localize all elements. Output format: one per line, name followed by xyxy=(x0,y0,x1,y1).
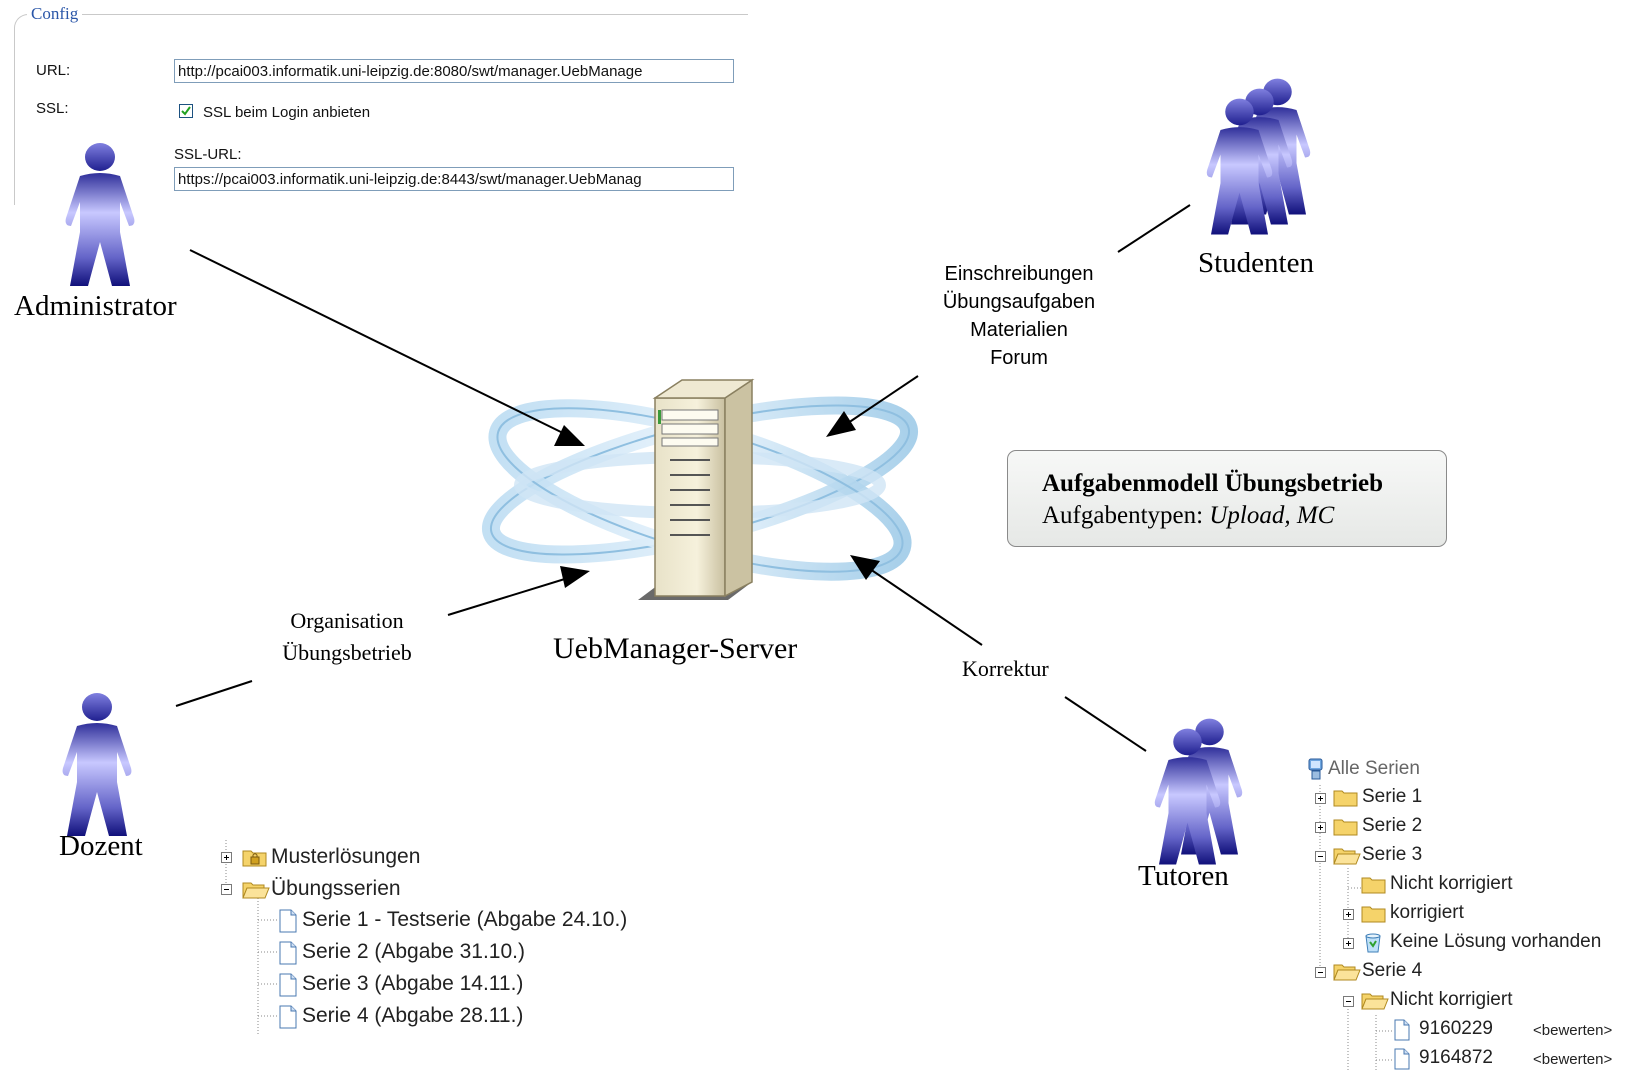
ssl-checkbox[interactable] xyxy=(179,104,193,118)
open-folder-icon xyxy=(242,882,270,899)
tree-document-label[interactable]: Serie 1 - Testserie (Abgabe 24.10.) xyxy=(302,908,628,931)
info-box-types: Upload, MC xyxy=(1209,502,1335,529)
edge-label-line: Übungsaufgaben xyxy=(942,291,1096,313)
open-folder-icon xyxy=(1361,993,1389,1010)
info-box-title: Aufgabenmodell Übungsbetrieb xyxy=(1042,470,1384,497)
tree-item-label[interactable]: Nicht korrigiert xyxy=(1390,989,1513,1010)
expand-toggle[interactable] xyxy=(1343,938,1354,949)
studenten-label: Studenten xyxy=(1198,247,1314,279)
info-box-subtitle: Aufgabentypen: Upload, MC xyxy=(1042,502,1334,530)
server-label: UebManager-Server xyxy=(553,632,798,665)
document-icon xyxy=(279,973,297,997)
tree-item-label[interactable]: Serie 2 xyxy=(1362,815,1423,836)
bewerten-link[interactable]: <bewerten> xyxy=(1533,1051,1613,1068)
document-icon xyxy=(1394,1048,1410,1070)
url-label: URL: xyxy=(36,62,71,79)
bewerten-link[interactable]: <bewerten> xyxy=(1533,1022,1613,1039)
arrow-tutoren-to-server xyxy=(850,555,983,646)
tree-document-label[interactable]: Serie 4 (Abgabe 28.11.) xyxy=(302,1004,524,1027)
expand-toggle[interactable] xyxy=(1343,909,1354,920)
tree-document-label[interactable]: Serie 3 (Abgabe 14.11.) xyxy=(302,972,524,995)
tree-item-label[interactable]: Keine Lösung vorhanden xyxy=(1390,931,1602,952)
collapse-toggle[interactable] xyxy=(221,884,232,895)
collapse-toggle[interactable] xyxy=(1343,996,1354,1007)
folder-icon xyxy=(1361,877,1386,894)
config-panel: Config URL: http://pcai003.informatik.un… xyxy=(14,4,749,214)
tutor-tree: Alle Serien Serie 1 Serie 2 Serie 3 Nich… xyxy=(1305,755,1635,1070)
open-folder-icon xyxy=(1333,964,1361,981)
dozent-edge-label: Organisation Übungsbetrieb xyxy=(262,605,432,669)
folder-icon xyxy=(1361,906,1386,923)
connector-tutoren xyxy=(1064,696,1147,752)
arrow-dozent-to-server xyxy=(447,566,590,616)
aufgabenmodell-info-box: Aufgabenmodell Übungsbetrieb Aufgabentyp… xyxy=(1007,450,1447,547)
document-icon xyxy=(279,909,297,933)
dozent-tree: Musterlösungen Übungsserien Serie 1 - Te… xyxy=(210,836,675,1036)
tree-item-label[interactable]: Serie 1 xyxy=(1362,786,1423,807)
tutoren-label: Tutoren xyxy=(1138,860,1229,892)
studenten-edge-label: Einschreibungen Übungsaufgaben Materiali… xyxy=(924,260,1114,372)
tree-item-label[interactable]: Übungsserien xyxy=(271,877,401,900)
recycle-bin-icon xyxy=(1365,933,1381,953)
edge-label-line: Materialien xyxy=(970,319,1068,341)
edge-label-line: Organisation xyxy=(290,608,404,633)
info-box-prefix: Aufgabentypen: xyxy=(1042,502,1210,529)
tutor-tree-lines xyxy=(1319,785,1392,1070)
tree-root-label[interactable]: Alle Serien xyxy=(1328,758,1420,779)
edge-label-line: Einschreibungen xyxy=(944,263,1094,285)
ssl-label: SSL: xyxy=(36,100,69,117)
collapse-toggle[interactable] xyxy=(1315,967,1326,978)
tutoren-group-figure xyxy=(1154,718,1243,865)
collapse-toggle[interactable] xyxy=(1315,851,1326,862)
connector-dozent xyxy=(175,680,253,707)
document-icon xyxy=(279,1005,297,1029)
config-legend: Config xyxy=(27,4,83,24)
document-icon xyxy=(1394,1019,1410,1041)
ssl-url-input[interactable]: https://pcai003.informatik.uni-leipzig.d… xyxy=(174,167,734,191)
arrow-studenten-to-server xyxy=(826,375,919,437)
tree-document-label[interactable]: Serie 2 (Abgabe 31.10.) xyxy=(302,940,525,963)
document-icon xyxy=(279,941,297,965)
folder-icon xyxy=(1333,819,1358,836)
dozent-tree-lines xyxy=(225,840,277,1035)
submission-id[interactable]: 9164872 xyxy=(1419,1047,1493,1068)
expand-toggle[interactable] xyxy=(221,852,232,863)
folder-icon xyxy=(1333,790,1358,807)
arrow-administrator-to-server xyxy=(189,249,585,446)
tree-item-label[interactable]: korrigiert xyxy=(1390,902,1464,923)
config-frame xyxy=(14,14,748,205)
edge-label-line: Übungsbetrieb xyxy=(282,640,412,665)
tutoren-edge-label: Korrektur xyxy=(962,656,1049,681)
open-folder-icon xyxy=(1333,848,1361,865)
tree-item-label[interactable]: Musterlösungen xyxy=(271,845,421,868)
locked-folder-icon xyxy=(242,850,267,867)
checkmark-icon xyxy=(181,106,191,116)
dozent-figure xyxy=(62,693,132,836)
tree-item-label[interactable]: Nicht korrigiert xyxy=(1390,873,1513,894)
expand-toggle[interactable] xyxy=(1315,822,1326,833)
tree-item-label[interactable]: Serie 4 xyxy=(1362,960,1423,981)
ssl-checkbox-label: SSL beim Login anbieten xyxy=(203,104,371,121)
url-input[interactable]: http://pcai003.informatik.uni-leipzig.de… xyxy=(174,59,734,83)
edge-label-line: Forum xyxy=(990,347,1048,369)
studenten-group-figure xyxy=(1206,78,1311,235)
ssl-url-label: SSL-URL: xyxy=(174,146,242,163)
dozent-label: Dozent xyxy=(59,830,143,862)
administrator-label: Administrator xyxy=(14,290,177,322)
connector-studenten xyxy=(1117,204,1191,253)
tree-item-label[interactable]: Serie 3 xyxy=(1362,844,1423,865)
submission-id[interactable]: 9160229 xyxy=(1419,1018,1493,1039)
expand-toggle[interactable] xyxy=(1315,793,1326,804)
server-tower-icon xyxy=(638,378,755,600)
computer-root-icon xyxy=(1308,758,1323,780)
